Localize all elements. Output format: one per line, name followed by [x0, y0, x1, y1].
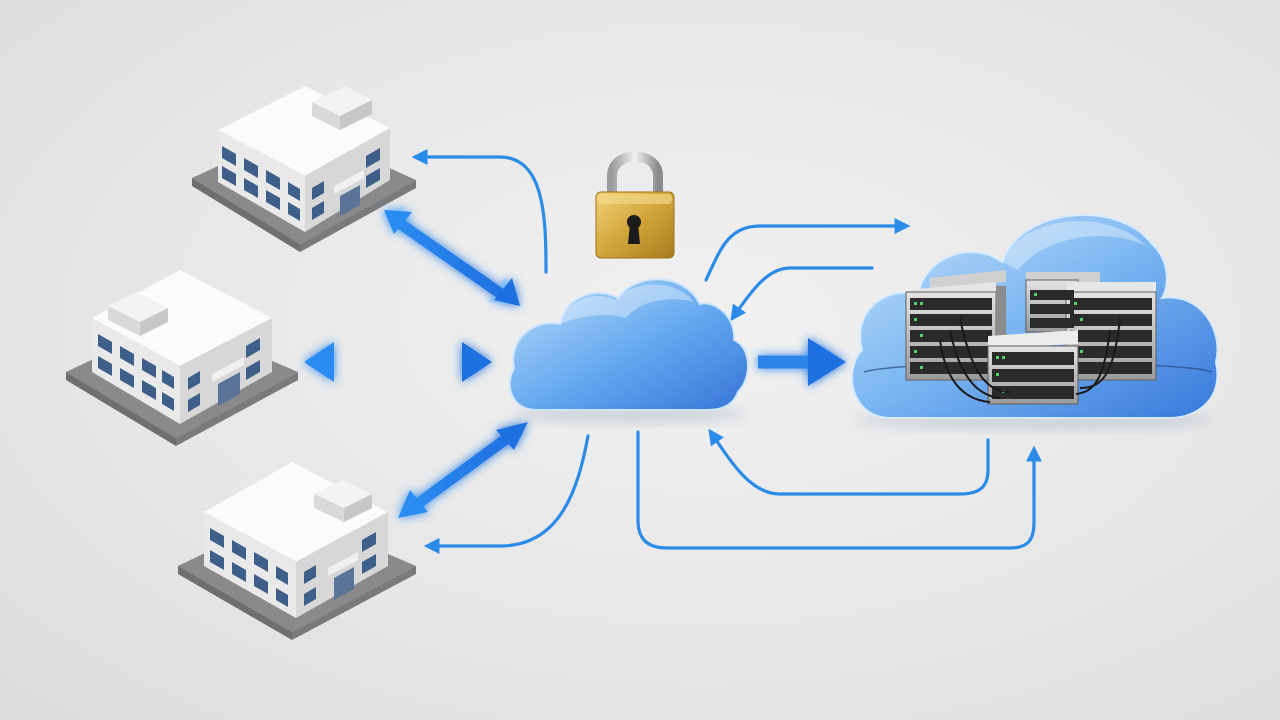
padlock-icon [595, 151, 675, 259]
arrow-office-top-to-cloud [382, 206, 522, 306]
office-building-top [192, 86, 416, 252]
thin-arrow-datacenter-to-cloud-upper [730, 266, 874, 322]
arrow-office-middle-to-cloud [304, 342, 492, 382]
thin-arrow-cloud-to-office-top [411, 149, 548, 274]
thin-arrow-cloud-to-datacenter-top [704, 218, 911, 282]
thin-arrow-cloud-to-datacenter-bottom [636, 430, 1042, 550]
server-cables [939, 317, 1121, 403]
office-building-middle [66, 270, 298, 446]
server-rack-front [987, 330, 1079, 405]
office-building-bottom [178, 462, 416, 640]
thin-arrows [411, 149, 1042, 554]
thin-arrow-cloud-to-office-bottom [423, 434, 590, 554]
arrow-cloud-to-datacenter [758, 338, 846, 386]
arrow-office-bottom-to-cloud [398, 422, 528, 518]
central-cloud [508, 278, 750, 424]
thin-arrow-datacenter-to-cloud-lower [708, 428, 990, 496]
server-rack-group [905, 270, 1157, 405]
